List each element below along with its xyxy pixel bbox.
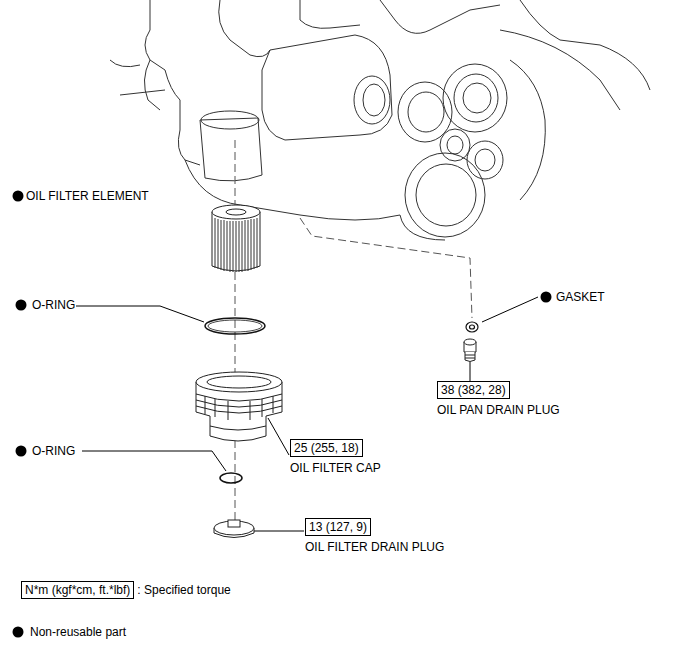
legend-text: : Specified torque: [137, 583, 230, 597]
torque-callout: 38 (382, 28) OIL PAN DRAIN PLUG: [437, 381, 560, 417]
o-ring: [205, 318, 265, 334]
oil-pan-drain-plug: [464, 339, 476, 362]
part-label: GASKET: [556, 290, 605, 304]
part-label: O-RING: [32, 298, 75, 312]
small-o-ring: [220, 473, 242, 483]
oil-filter-drain-plug: [214, 520, 254, 538]
part-name: OIL FILTER DRAIN PLUG: [305, 540, 444, 554]
part-label: OIL FILTER ELEMENT: [26, 189, 149, 203]
oil-filter-cap: [196, 372, 282, 441]
legend-sample-bullet: [13, 627, 24, 638]
legend-text: Non-reusable part: [30, 625, 126, 639]
torque-value: 13 (127, 9): [305, 518, 371, 536]
part-label: O-RING: [32, 444, 75, 458]
part-name: OIL FILTER CAP: [290, 461, 381, 475]
torque-callout: N*m (kgf*cm, ft.*lbf): [21, 581, 134, 599]
oil-filter-element: [212, 205, 260, 272]
torque-callout: 25 (255, 18) OIL FILTER CAP: [290, 439, 381, 475]
torque-value: 38 (382, 28): [437, 381, 510, 399]
gasket: [466, 322, 478, 332]
torque-value: N*m (kgf*cm, ft.*lbf): [21, 581, 134, 599]
engine-sketch: [110, 0, 650, 240]
part-name: OIL PAN DRAIN PLUG: [437, 403, 560, 417]
torque-callout: 13 (127, 9) OIL FILTER DRAIN PLUG: [305, 518, 444, 554]
torque-value: 25 (255, 18): [290, 439, 363, 457]
